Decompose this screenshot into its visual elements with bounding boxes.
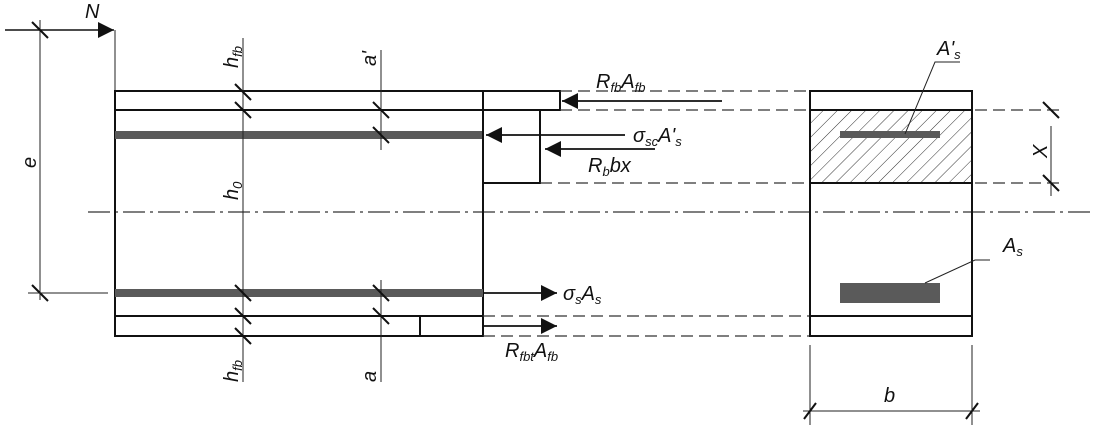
top-flange	[114, 90, 484, 111]
rebar-tension-force-label: σsAs	[563, 283, 602, 307]
tension-rebar-section	[840, 283, 940, 303]
flange-compression-force-label: RfbAfb	[596, 71, 645, 95]
top-cover-label: a'	[359, 50, 381, 66]
force-arrows: RfbAfb σscA's Rbbx σsAs RfbtAfb	[483, 71, 722, 364]
eccentricity-dimension: N e	[5, 1, 116, 302]
flange-height-top-label: hfb	[221, 46, 245, 68]
projection-lines	[483, 90, 1062, 337]
flange-height-bottom-label: hfb	[221, 360, 245, 382]
axial-force-label: N	[85, 1, 100, 23]
compression-rebar-area-label: A's	[936, 38, 961, 62]
dimension-lines: hfb a' h0 hfb a	[221, 38, 390, 382]
tension-rebar-area-label: As	[1002, 235, 1023, 259]
bottom-flange	[114, 315, 484, 337]
bottom-cover-label: a	[359, 371, 381, 382]
flange-tension-block	[419, 315, 484, 337]
flange-compression-block	[482, 90, 561, 111]
rebar-compression-force-label: σscA's	[633, 125, 682, 149]
compression-zone-height-label: X	[1030, 144, 1052, 159]
concrete-compression-block	[482, 109, 541, 184]
flange-tension-force-label: RfbtAfb	[505, 340, 558, 364]
compression-rebar	[115, 131, 483, 139]
tension-rebar	[115, 289, 483, 297]
section-bottom-flange	[809, 315, 973, 337]
effective-depth-label: h0	[221, 181, 245, 200]
concrete-compression-force-label: Rbbx	[588, 155, 632, 179]
section-top-flange	[809, 90, 973, 111]
compression-zone-hatch	[810, 110, 972, 183]
eccentricity-label: e	[19, 157, 41, 168]
cross-section: A's As X b	[803, 38, 1060, 425]
compression-rebar-section	[840, 131, 940, 138]
section-width-label: b	[884, 385, 895, 407]
beam-elevation	[114, 90, 561, 337]
